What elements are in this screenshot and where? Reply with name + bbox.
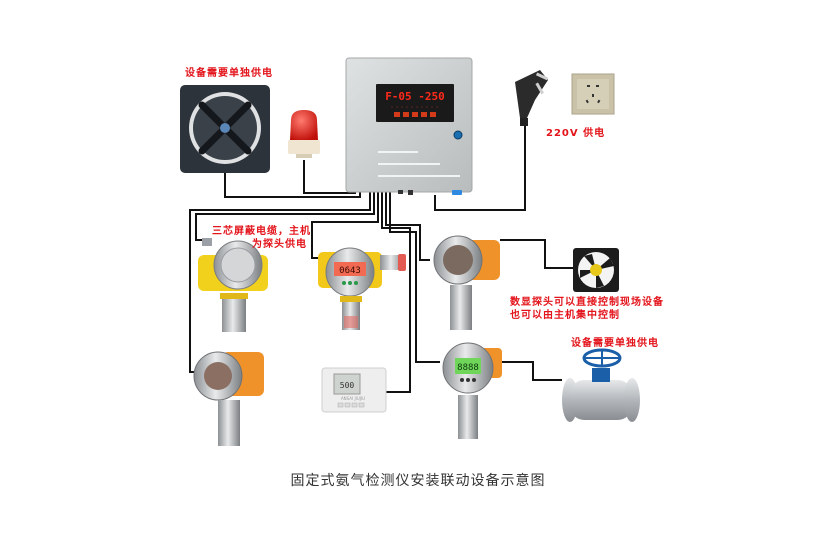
wire-beacon [303,160,356,194]
wire-power [434,125,526,211]
controller-display: F-05 -250 [385,90,445,103]
wall-unit-display: 500 [340,381,355,390]
wall-socket [571,73,615,115]
fan-power-label: 设备需要单独供电 [185,68,273,79]
wall-unit-brand: ANSAI JIUJIU [341,396,365,401]
alarm-beacon [288,110,320,158]
probe-center-display: 0643 [339,266,361,276]
power-plug [515,70,549,126]
controller-buttons[interactable] [394,112,436,117]
wall-mounted-detector: 500 ANSAI JIUJIU [321,367,387,413]
mains-power-label: 220V 供电 [546,128,606,139]
wire-probe-right-bottom [389,192,440,363]
probe-digital-right-bottom: 8888 [442,342,502,439]
control-note-line1: 数显探头可以直接控制现场设备 [510,297,664,308]
probe-orange-right-top [433,235,500,330]
controller-led-dots [391,106,438,108]
wiring [189,125,575,393]
controller-key-lock [453,130,463,140]
probe-orange-left-bottom [193,351,264,446]
wire-probe-right-top [385,192,430,261]
motorized-ball-valve [562,348,640,422]
probe-digital-center: 0643 [318,247,406,330]
wire-wall-unit [381,192,411,393]
cable-note-line1: 三芯屏蔽电缆，主机 [212,226,311,237]
valve-power-label: 设备需要单独供电 [571,338,659,349]
wire-probe-center [311,192,379,259]
cable-note-line2: 为探头供电 [252,239,307,250]
exhaust-fan [180,85,270,173]
probe-yellow-nondisplay [198,238,268,332]
probe-right-display: 8888 [457,363,479,373]
axial-cooling-fan [573,248,619,292]
controller-vents [378,151,460,177]
wire-fan [224,172,361,198]
controller-unit: F-05 -250 [345,57,473,195]
control-note-line2: 也可以由主机集中控制 [510,310,620,321]
diagram-caption: 固定式氨气检测仪安装联动设备示意图 [290,473,546,489]
wire-to-valve [500,361,562,381]
controller-cable-gland [452,190,462,195]
wire-probe-left [189,192,371,373]
wire-to-axial-fan [500,239,575,269]
wire-probe-yellow [195,192,375,241]
